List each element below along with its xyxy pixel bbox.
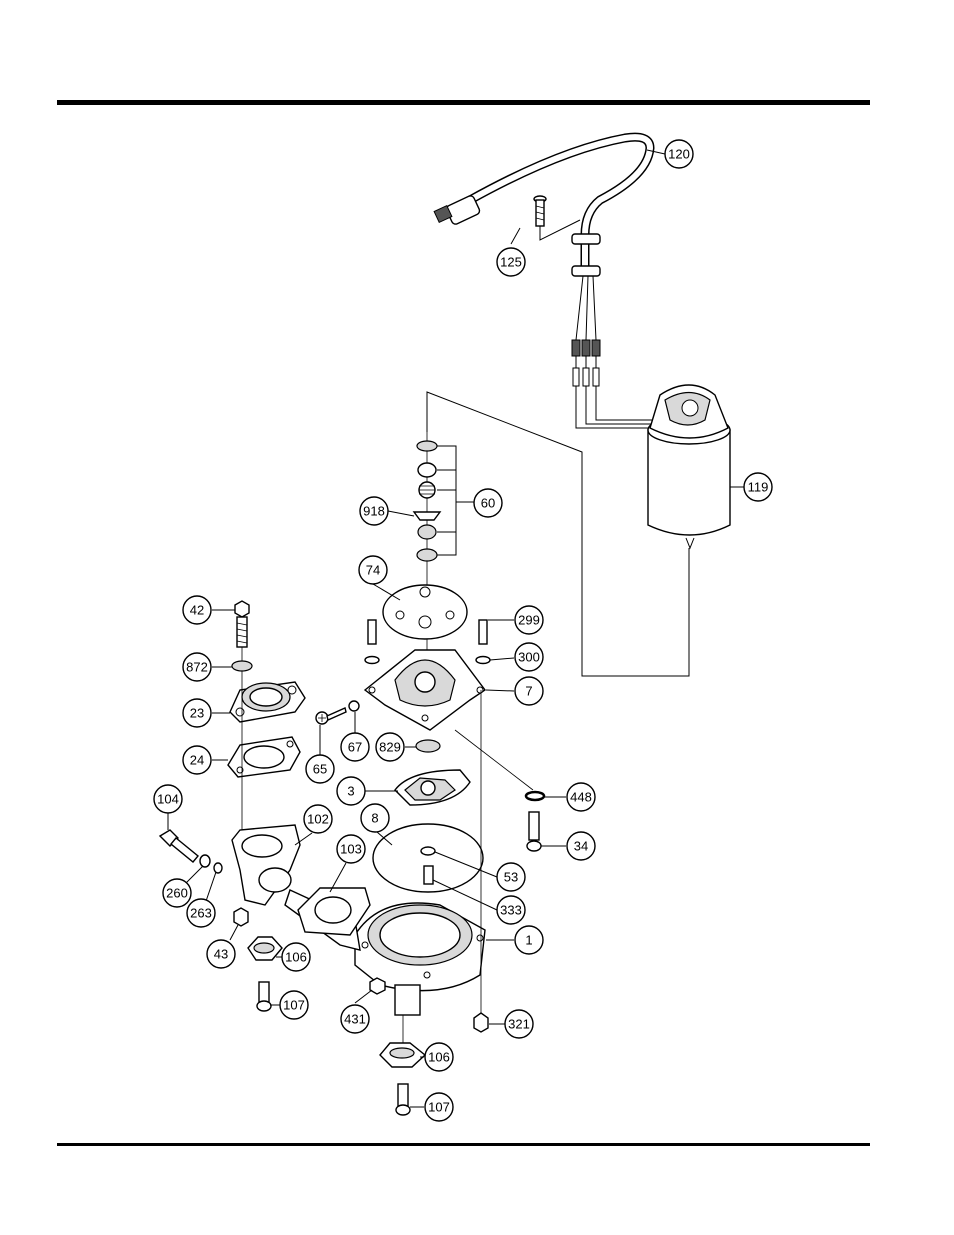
callout-42: 42 xyxy=(183,596,211,624)
callout-74: 74 xyxy=(359,556,387,584)
callout-24: 24 xyxy=(183,746,211,774)
svg-text:448: 448 xyxy=(570,790,592,805)
callout-299: 299 xyxy=(515,606,543,634)
callout-43: 43 xyxy=(207,940,235,968)
callout-120: 120 xyxy=(665,140,693,168)
o-ring-448 xyxy=(526,792,544,800)
callout-103: 103 xyxy=(337,835,365,863)
svg-text:918: 918 xyxy=(363,504,385,519)
svg-text:106: 106 xyxy=(285,950,307,965)
bolt-42 xyxy=(232,601,252,671)
callout-106-lower: 106 xyxy=(425,1043,453,1071)
callout-872: 872 xyxy=(183,653,211,681)
flange-23 xyxy=(230,682,305,722)
svg-text:106: 106 xyxy=(428,1050,450,1065)
svg-text:1: 1 xyxy=(525,933,532,948)
callout-7: 7 xyxy=(515,677,543,705)
callout-8: 8 xyxy=(361,804,389,832)
callout-3: 3 xyxy=(337,777,365,805)
nut-431 xyxy=(370,978,385,994)
svg-text:260: 260 xyxy=(166,886,188,901)
callout-431: 431 xyxy=(341,1005,369,1033)
svg-text:333: 333 xyxy=(500,903,522,918)
nut-321 xyxy=(474,1013,488,1032)
callout-125: 125 xyxy=(497,248,525,276)
svg-text:103: 103 xyxy=(340,842,362,857)
svg-text:107: 107 xyxy=(283,998,305,1013)
svg-text:67: 67 xyxy=(348,740,362,755)
washer-53 xyxy=(421,847,435,855)
screw-65 xyxy=(316,701,359,724)
svg-text:60: 60 xyxy=(481,496,495,511)
callout-260: 260 xyxy=(163,879,191,907)
svg-text:321: 321 xyxy=(508,1017,530,1032)
callout-829: 829 xyxy=(376,733,404,761)
callout-263: 263 xyxy=(187,899,215,927)
callout-448: 448 xyxy=(567,783,595,811)
svg-text:74: 74 xyxy=(366,563,380,578)
svg-text:24: 24 xyxy=(190,753,204,768)
washer-829 xyxy=(416,740,440,752)
svg-text:23: 23 xyxy=(190,706,204,721)
svg-text:104: 104 xyxy=(157,792,179,807)
callout-65: 65 xyxy=(306,755,334,783)
callout-1: 1 xyxy=(515,926,543,954)
svg-text:829: 829 xyxy=(379,740,401,755)
svg-text:42: 42 xyxy=(190,603,204,618)
cover-plate-74 xyxy=(383,585,467,639)
housing-7 xyxy=(365,650,485,730)
callout-104: 104 xyxy=(154,785,182,813)
callout-300: 300 xyxy=(515,643,543,671)
svg-text:3: 3 xyxy=(347,784,354,799)
callout-106-left: 106 xyxy=(282,943,310,971)
svg-text:125: 125 xyxy=(500,255,522,270)
bolt-104 xyxy=(160,830,222,873)
callout-107-left: 107 xyxy=(280,991,308,1019)
screw-125 xyxy=(534,196,580,240)
svg-text:53: 53 xyxy=(504,870,518,885)
svg-text:102: 102 xyxy=(307,812,329,827)
motor-119 xyxy=(648,385,730,548)
svg-text:872: 872 xyxy=(186,660,208,675)
callout-321: 321 xyxy=(505,1010,533,1038)
svg-text:107: 107 xyxy=(428,1100,450,1115)
seal-stack xyxy=(414,432,474,680)
bolt-333 xyxy=(424,866,433,884)
svg-text:7: 7 xyxy=(525,684,532,699)
svg-text:43: 43 xyxy=(214,947,228,962)
callout-23: 23 xyxy=(183,699,211,727)
callout-53: 53 xyxy=(497,863,525,891)
foot-106-lower xyxy=(380,1043,425,1115)
callout-918: 918 xyxy=(360,497,388,525)
svg-text:300: 300 xyxy=(518,650,540,665)
impeller-3 xyxy=(395,770,470,805)
callout-34: 34 xyxy=(567,832,595,860)
svg-text:119: 119 xyxy=(748,480,769,495)
callout-67: 67 xyxy=(341,733,369,761)
callout-333: 333 xyxy=(497,896,525,924)
svg-text:65: 65 xyxy=(313,762,327,777)
power-cable xyxy=(434,137,660,428)
svg-text:34: 34 xyxy=(574,839,588,854)
svg-text:263: 263 xyxy=(190,906,212,921)
gasket-24 xyxy=(228,737,300,777)
callout-107-lower: 107 xyxy=(425,1093,453,1121)
svg-text:299: 299 xyxy=(518,613,540,628)
callout-60: 60 xyxy=(474,489,502,517)
foot-106-left xyxy=(248,937,282,1011)
svg-text:8: 8 xyxy=(371,811,378,826)
nut-43 xyxy=(234,908,248,926)
bolt-34 xyxy=(527,812,541,851)
callout-102: 102 xyxy=(304,805,332,833)
svg-text:431: 431 xyxy=(344,1012,366,1027)
pump-body-1 xyxy=(355,903,485,1015)
callout-119: 119 xyxy=(744,473,772,501)
svg-text:120: 120 xyxy=(668,147,690,162)
